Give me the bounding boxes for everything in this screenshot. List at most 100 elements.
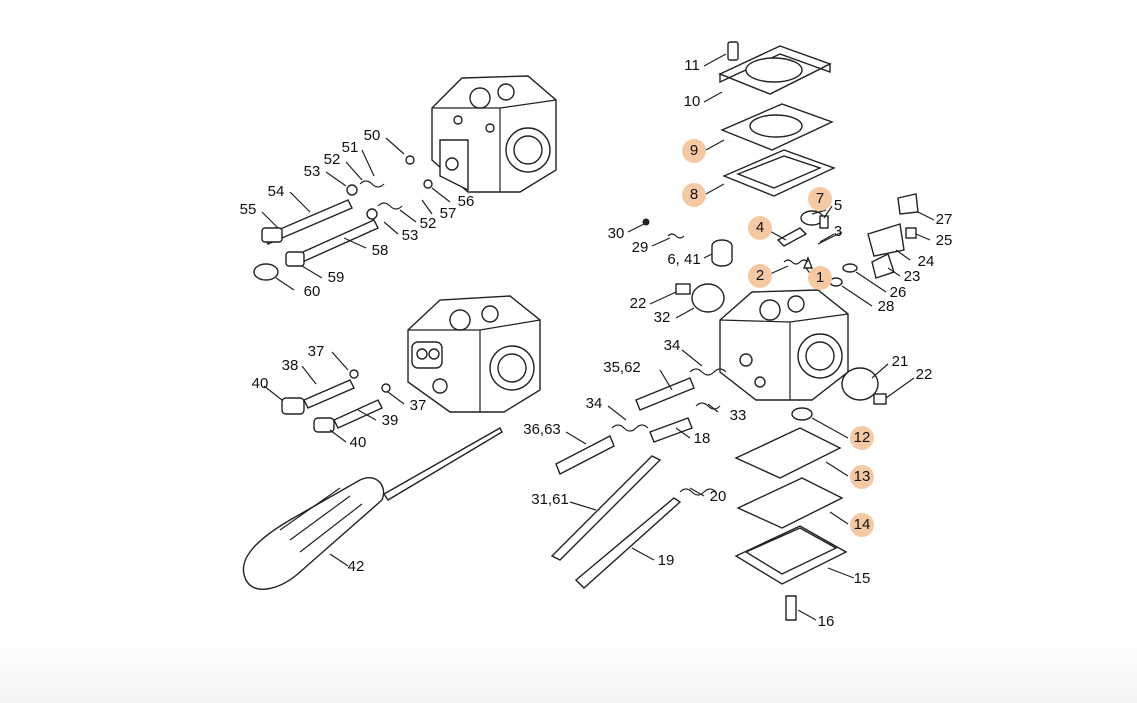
adjusting-screws [550,368,727,589]
callout-4: 4 [748,216,772,240]
carburetor-body-middle-left [407,295,541,413]
spring-52b [377,202,403,210]
callout-39: 39 [381,412,399,429]
callout-3: 3 [833,223,843,240]
callout-60: 60 [303,283,321,300]
screen-12 [791,407,813,421]
part-23 [871,253,895,279]
callout-34-lower: 34 [585,395,603,412]
callout-54: 54 [267,183,285,200]
callout-53-upper: 53 [303,163,321,180]
screw-35-62 [635,377,695,411]
callout-22-lower: 22 [915,366,933,383]
screw-25 [905,227,917,239]
part-27 [897,193,919,215]
jet-38 [303,379,355,409]
cap-40a [281,397,305,415]
disc-21 [841,367,879,401]
callout-6-41: 6, 41 [667,251,701,268]
pump-cover-stack [718,41,836,197]
callout-26: 26 [889,284,907,301]
callout-22-upper: 22 [629,295,647,312]
callout-42: 42 [347,558,365,575]
callout-52-lower: 52 [419,215,437,232]
needle-1 [802,256,814,269]
callout-1: 1 [808,266,832,290]
callout-8: 8 [682,183,706,207]
screw-36-63 [555,435,615,475]
screw-5 [819,215,829,229]
callout-53-lower: 53 [401,227,419,244]
callout-13: 13 [850,465,874,489]
screw-18 [649,417,693,443]
callout-11: 11 [684,57,700,74]
callout-14: 14 [850,513,874,537]
lever-4 [776,227,808,247]
plate-24 [867,223,905,257]
callout-51: 51 [341,139,359,156]
callout-2: 2 [748,264,772,288]
callout-37-lower: 37 [409,397,427,414]
carburetor-body-top-left [431,75,557,193]
diaphragm-13 [734,427,842,479]
callout-31-61: 31,61 [531,491,569,508]
spring-34b [611,424,649,432]
screw-22b [873,393,887,405]
callout-58: 58 [371,242,389,259]
jets-middle-left [281,369,391,433]
screw-11 [727,41,739,61]
spring-34a [689,368,727,376]
jet-39 [333,399,383,429]
callout-40-upper: 40 [251,375,269,392]
callout-27: 27 [935,211,953,228]
callout-38: 38 [281,357,299,374]
disc-32 [691,283,725,313]
oring-37a [349,369,359,379]
callout-55: 55 [239,201,257,218]
callout-21: 21 [891,353,909,370]
callout-36-63: 36,63 [523,421,561,438]
callout-33: 33 [729,407,747,424]
callout-28: 28 [877,298,895,315]
callout-50: 50 [363,127,381,144]
callout-30: 30 [607,225,625,242]
callout-24: 24 [917,253,935,270]
callout-5: 5 [833,197,843,214]
callout-35-62: 35,62 [603,359,641,376]
oring-60 [253,263,279,281]
cap-40b [313,417,335,433]
small-parts-upper [642,193,919,313]
metering-stack [734,367,887,621]
spring-20 [679,488,717,496]
cap-59 [285,251,305,267]
screwdriver-42 [242,427,503,590]
callout-57: 57 [439,205,457,222]
callout-12: 12 [850,426,874,450]
shaft-31-61 [550,455,662,561]
shaft-19 [574,497,682,589]
carburetor-body-right [719,289,849,401]
callout-37-upper: 37 [307,343,325,360]
callout-20: 20 [709,488,727,505]
screw-22a [675,283,691,295]
callout-40-lower: 40 [349,434,367,451]
callout-25: 25 [935,232,953,249]
callout-56: 56 [457,193,475,210]
part-6-41 [711,239,733,267]
washer-26 [842,263,858,273]
cap-55 [261,227,283,243]
gasket-14 [736,477,844,529]
callout-29: 29 [631,239,649,256]
oring-50 [405,155,415,165]
callout-59: 59 [327,269,345,286]
callout-23: 23 [903,268,921,285]
callout-7: 7 [808,187,832,211]
callout-10: 10 [683,93,701,110]
leader-lines [261,53,935,621]
washer-53a [346,184,358,196]
screw-16 [785,595,797,621]
callout-18: 18 [693,430,711,447]
callout-15: 15 [853,570,871,587]
callout-32: 32 [653,309,671,326]
